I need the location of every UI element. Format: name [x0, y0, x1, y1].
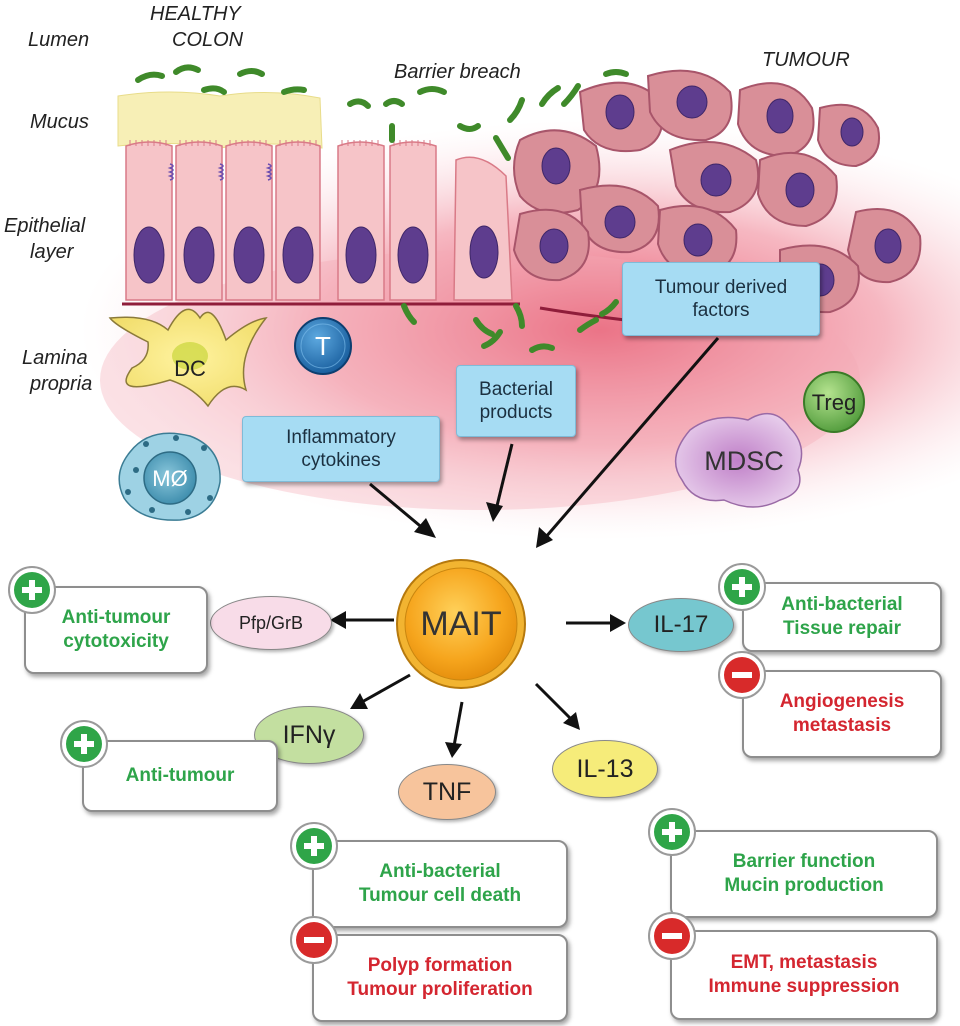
il13-minus-icon — [648, 912, 696, 960]
mucus-label: Mucus — [30, 111, 89, 133]
il13-neg-line1: EMT, metastasis — [730, 952, 878, 973]
ifng-plus-icon — [60, 720, 108, 768]
lumen-label: Lumen — [28, 29, 90, 51]
treg-label: Treg — [811, 390, 857, 415]
bacterial-line2: products — [479, 402, 553, 423]
tnf-neg-line1: Polyp formation — [367, 955, 513, 976]
il13-pos-line1: Barrier function — [732, 851, 876, 872]
ifng-anti-tumour-box: Anti-tumour — [82, 740, 278, 812]
inflammatory-line2: cytokines — [301, 450, 381, 471]
inflammatory-line1: Inflammatory — [286, 427, 396, 448]
inflammatory-cytokines-callout: Inflammatory cytokines — [242, 416, 440, 482]
ifng-pos-text: Anti-tumour — [125, 765, 235, 786]
mait-label: MAIT — [420, 604, 502, 643]
tumour-factors-line2: factors — [692, 300, 750, 321]
il17-neg-line2: metastasis — [792, 715, 892, 736]
il13-neg-line2: Immune suppression — [708, 976, 900, 997]
tumour-factors-line1: Tumour derived — [654, 277, 788, 298]
dc-label: DC — [174, 356, 206, 381]
barrier-breach-label: Barrier breach — [394, 61, 521, 83]
il13-negative-box: EMT, metastasis Immune suppression — [670, 930, 938, 1020]
tnf-minus-icon — [290, 916, 338, 964]
epithelial-label-line1: Epithelial — [4, 215, 86, 237]
il13-plus-icon — [648, 808, 696, 856]
il17-plus-icon — [718, 563, 766, 611]
il17-oval: IL-17 — [628, 598, 734, 652]
tnf-plus-icon — [290, 822, 338, 870]
tumour-derived-factors-callout: Tumour derived factors — [622, 262, 820, 336]
tnf-positive-box: Anti-bacterial Tumour cell death — [312, 840, 568, 928]
il17-pos-line1: Anti-bacterial — [781, 594, 903, 615]
healthy-colon-label-line2: COLON — [172, 29, 244, 51]
lamina-label-line2: propria — [30, 373, 93, 395]
tnf-pos-line1: Anti-bacterial — [379, 861, 501, 882]
epithelial-label-line2: layer — [30, 241, 74, 263]
cytotoxicity-line1: Anti-tumour — [61, 607, 171, 628]
cytotoxicity-line2: cytotoxicity — [63, 631, 169, 652]
pfp-grb-oval: Pfp/GrB — [210, 596, 332, 650]
il17-pos-line2: Tissue repair — [783, 618, 901, 639]
tnf-negative-box: Polyp formation Tumour proliferation — [312, 934, 568, 1022]
lamina-label-line1: Lamina — [22, 347, 88, 369]
macrophage-label: MØ — [152, 466, 188, 491]
bacterial-line1: Bacterial — [479, 379, 553, 400]
tnf-neg-line2: Tumour proliferation — [347, 979, 533, 1000]
t-cell-label: T — [315, 330, 331, 361]
bacterial-products-callout: Bacterial products — [456, 365, 576, 437]
healthy-colon-label-line1: HEALTHY — [150, 3, 241, 25]
il13-oval: IL-13 — [552, 740, 658, 798]
anti-tumour-cytotoxicity-box: Anti-tumour cytotoxicity — [24, 586, 208, 674]
tnf-pos-line2: Tumour cell death — [358, 885, 522, 906]
il13-pos-line2: Mucin production — [724, 875, 884, 896]
tnf-oval: TNF — [398, 764, 496, 820]
ifng-oval: IFNγ — [254, 706, 364, 764]
tumour-label: TUMOUR — [762, 49, 850, 71]
mdsc-label: MDSC — [704, 445, 784, 476]
il17-minus-icon — [718, 651, 766, 699]
il17-neg-line1: Angiogenesis — [779, 691, 905, 712]
il13-positive-box: Barrier function Mucin production — [670, 830, 938, 918]
il17-negative-box: Angiogenesis metastasis — [742, 670, 942, 758]
il17-positive-box: Anti-bacterial Tissue repair — [742, 582, 942, 652]
cytotoxicity-plus-icon — [8, 566, 56, 614]
